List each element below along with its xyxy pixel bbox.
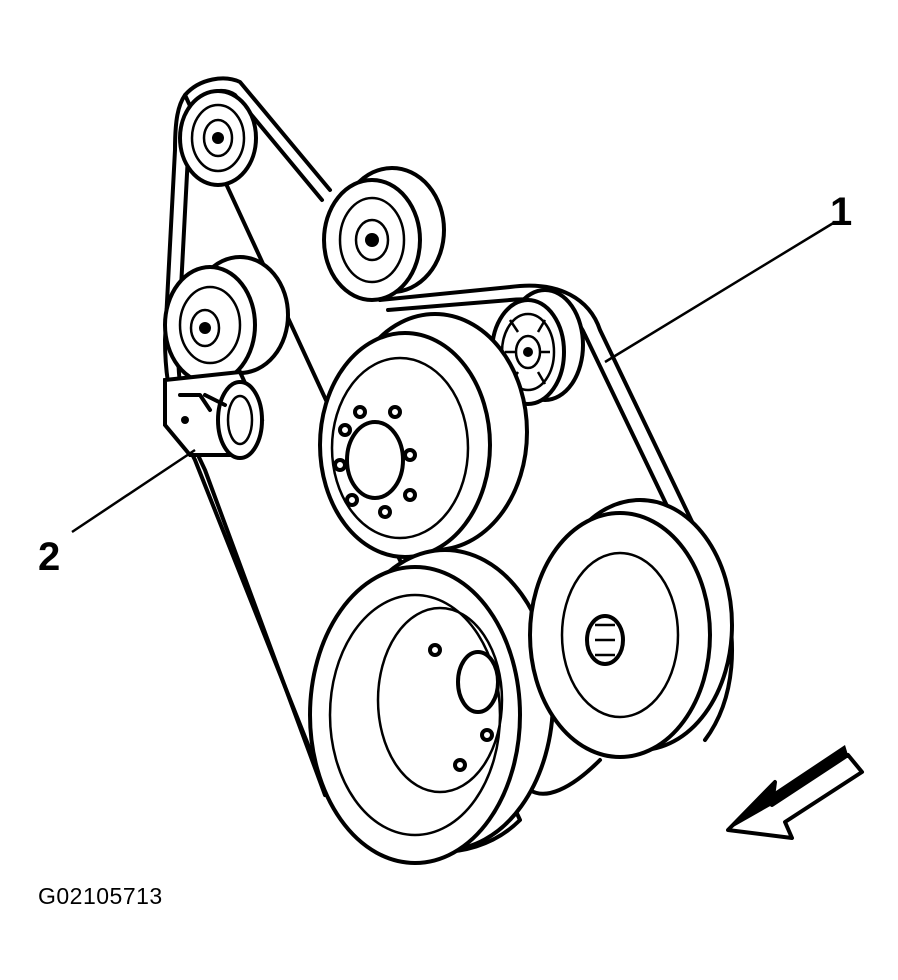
idler-pulley-upper — [322, 166, 446, 302]
upper-left-pulley — [178, 89, 258, 187]
callout-1-leader-line — [604, 220, 836, 364]
crankshaft-pulley — [308, 548, 555, 865]
callout-2-leader-line — [71, 448, 196, 534]
water-pump-pulley — [318, 312, 529, 559]
lower-right-pulley — [528, 498, 734, 759]
callout-1-label: 1 — [830, 190, 852, 234]
callout-2-label: 2 — [38, 535, 60, 579]
front-direction-arrow-icon — [726, 745, 864, 840]
belt-tensioner — [163, 255, 290, 460]
figure-code: G02105713 — [38, 883, 163, 909]
